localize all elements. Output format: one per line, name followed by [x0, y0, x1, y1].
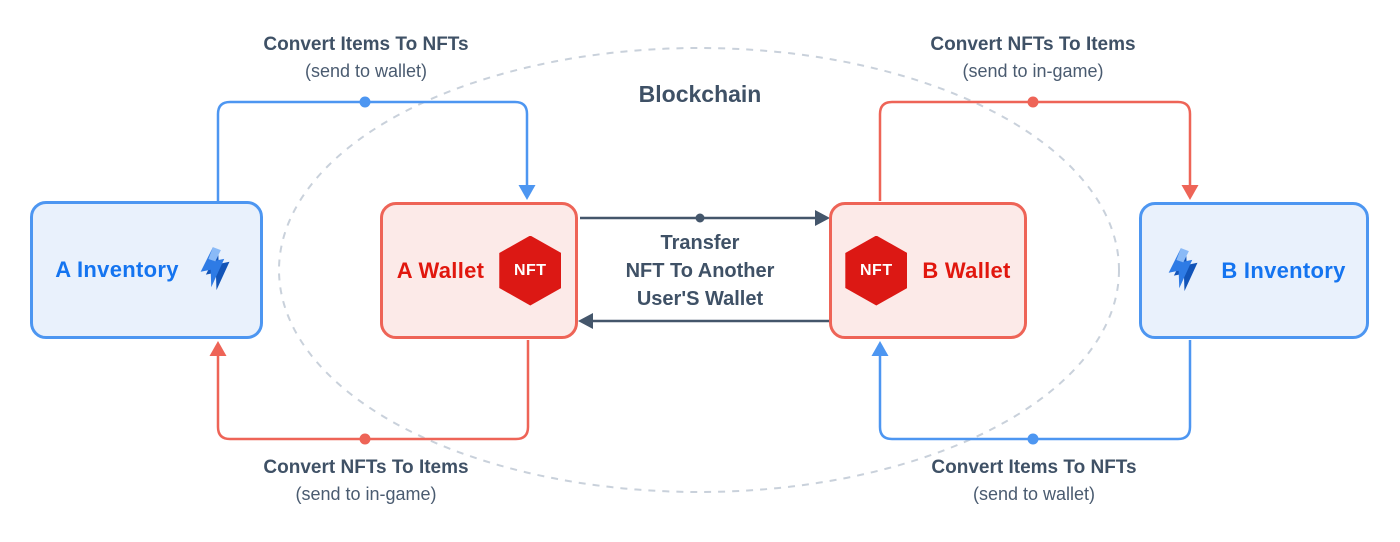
dot-top-left	[359, 96, 371, 108]
b-wallet-label: B Wallet	[922, 257, 1011, 283]
flow-label-bottom-right: Convert Items To NFTs (send to wallet)	[931, 457, 1136, 505]
flow-label-top-right: Convert NFTs To Items (send to in-game)	[930, 34, 1135, 82]
flow-label-title: Convert NFTs To Items	[263, 457, 469, 478]
flow-label-title: Convert Items To NFTs	[931, 457, 1137, 478]
flow-label-subtitle: (send to wallet)	[304, 61, 428, 81]
arrowhead-into-b-wallet	[871, 341, 889, 356]
path-a-wallet-to-a-inventory	[216, 340, 530, 441]
node-a-wallet: A Wallet NFT	[380, 202, 578, 339]
flow-label-subtitle: (send to in-game)	[295, 484, 437, 504]
transfer-description: Transfer NFT To Another User'S Wallet	[626, 229, 775, 313]
path-a-inventory-to-a-wallet	[216, 100, 529, 201]
transfer-line-1: Transfer	[660, 232, 740, 254]
dot-top-right	[1027, 96, 1039, 108]
blockchain-ellipse	[278, 47, 1120, 493]
dot-bottom-right	[1027, 433, 1039, 445]
nft-badge-text: NFT	[513, 261, 547, 279]
lightning-bolt-icon	[194, 243, 238, 297]
nft-badge-text: NFT	[860, 261, 893, 279]
arrowhead-into-a-wallet	[518, 185, 536, 200]
a-inventory-label: A Inventory	[55, 257, 179, 282]
node-b-wallet: NFT B Wallet	[829, 202, 1027, 339]
arrowhead-into-a-inventory	[209, 341, 227, 356]
dot-bottom-left	[359, 433, 371, 445]
nft-hexagon-icon: NFT	[845, 235, 908, 306]
blockchain-title: Blockchain	[638, 81, 762, 107]
flow-label-title: Convert Items To NFTs	[263, 34, 469, 55]
node-a-inventory: A Inventory	[30, 201, 263, 339]
arrowhead-into-b-inventory	[1181, 185, 1199, 200]
nft-hexagon-icon: NFT	[499, 235, 562, 306]
flow-label-title: Convert NFTs To Items	[930, 34, 1136, 55]
path-b-wallet-to-b-inventory	[878, 100, 1192, 201]
b-inventory-label: B Inventory	[1221, 257, 1346, 283]
transfer-line-2: NFT To Another	[625, 260, 775, 282]
flow-label-subtitle: (send to wallet)	[972, 484, 1096, 504]
a-wallet-label: A Wallet	[396, 257, 485, 283]
node-b-inventory: B Inventory	[1139, 202, 1369, 339]
lightning-bolt-icon	[1162, 244, 1206, 298]
transfer-arrowhead-right	[815, 210, 830, 226]
flow-label-top-left: Convert Items To NFTs (send to wallet)	[263, 34, 468, 82]
flow-label-subtitle: (send to in-game)	[962, 61, 1104, 81]
transfer-arrowhead-left	[578, 313, 593, 329]
dot-transfer-middle	[695, 213, 705, 223]
path-b-inventory-to-b-wallet	[878, 340, 1192, 441]
transfer-line-3: User'S Wallet	[636, 288, 764, 310]
flow-label-bottom-left: Convert NFTs To Items (send to in-game)	[263, 457, 468, 505]
